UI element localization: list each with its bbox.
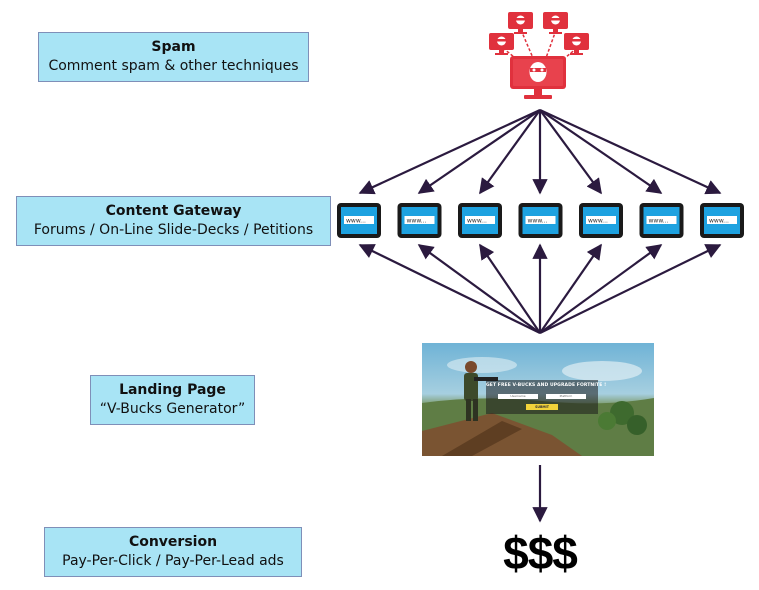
stage-landing-label: Landing Page “V-Bucks Generator” [90,375,255,425]
landing-to-gateway-arrows [358,243,722,334]
infected-monitor-icon [564,33,589,55]
stage-spam-subtitle: Comment spam & other techniques [48,58,299,74]
tablet-url-text: www... [467,218,487,225]
stage-conversion-label: Conversion Pay-Per-Click / Pay-Per-Lead … [44,527,302,577]
landing-page-screenshot: GET FREE V-BUCKS AND UPGRADE FORTNITE ! … [422,343,654,456]
promo-platform-field[interactable]: Platform [546,394,586,399]
player-character [464,361,498,421]
tablet-url-text: www... [528,218,548,225]
gateway-devices: www... www... www... www... www... www... www.… [337,203,744,238]
stage-gateway-title: Content Gateway [105,203,242,219]
stage-conversion-title: Conversion [128,534,218,550]
stage-landing-title: Landing Page [119,382,226,398]
infected-monitor-icon [489,33,514,55]
infected-monitor-icon [508,12,533,34]
tablet-browser-icon: www... [397,203,442,238]
tablet-browser-icon: www... [700,203,744,238]
tablet-url-text: www... [407,218,427,225]
spam-source-cluster [489,12,589,99]
infected-monitor-icon [543,12,568,34]
tablet-browser-icon: www... [579,203,623,238]
stage-landing-subtitle: “V-Bucks Generator” [99,401,246,417]
tablet-url-text: www... [709,218,729,225]
promo-headline: GET FREE V-BUCKS AND UPGRADE FORTNITE ! [486,383,607,388]
tablet-browser-icon: www... [458,203,502,238]
tablet-browser-icon: www... [639,203,684,238]
stage-spam-title: Spam [151,39,196,55]
tablet-browser-icon: www... [337,203,381,238]
spam-to-gateway-arrows [358,109,722,195]
game-scene-image [422,343,654,456]
stage-spam-label: Spam Comment spam & other techniques [38,32,309,82]
stage-conversion-subtitle: Pay-Per-Click / Pay-Per-Lead ads [62,553,284,569]
promo-username-field[interactable]: Username [498,394,538,399]
stage-gateway-subtitle: Forums / On-Line Slide-Decks / Petitions [33,222,314,238]
tablet-url-text: www... [588,218,608,225]
tablet-url-text: www... [346,218,366,225]
stage-gateway-label: Content Gateway Forums / On-Line Slide-D… [16,196,331,246]
tablet-url-text: www... [649,218,669,225]
conversion-dollar-symbol: $$$ [503,527,578,579]
hacker-monitor-icon [510,56,566,99]
promo-submit-button[interactable]: SUBMIT [526,404,558,410]
tablet-browser-icon: www... [518,203,563,238]
